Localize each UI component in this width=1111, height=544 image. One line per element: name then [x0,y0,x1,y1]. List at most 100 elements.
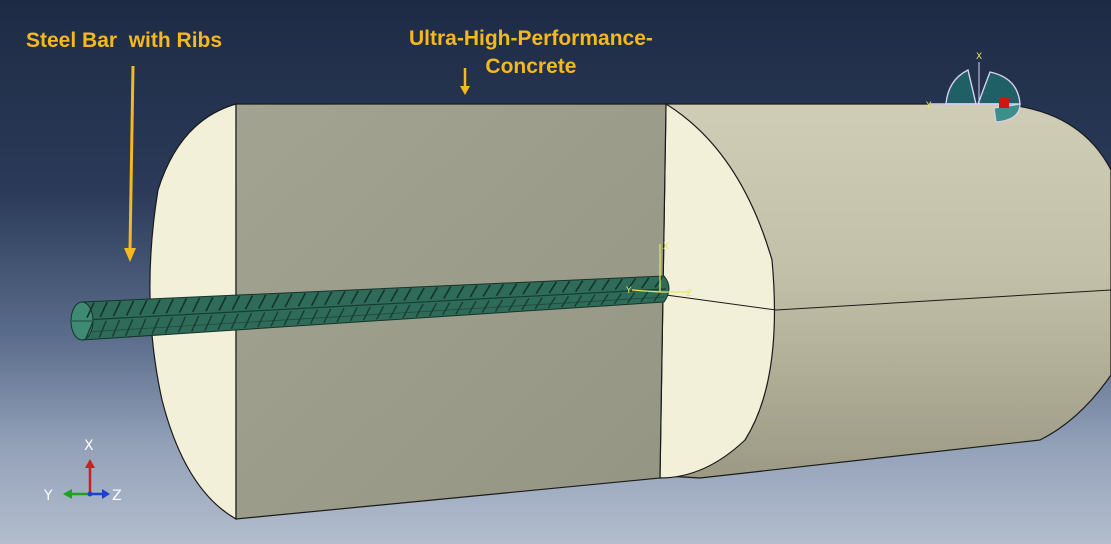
steel-bar-ribs-top [86,276,663,318]
steel-bar-rib [111,319,121,337]
steel-bar-rib [376,289,386,303]
steel-bar-rib [138,318,147,336]
steel-bar-rib [257,312,266,328]
steel-bar-rib [428,302,438,317]
steel-bar-rib [455,301,464,315]
steel-bar-rib [587,294,596,306]
steel-bar-rib [270,311,279,327]
steel-bar-rib [601,279,610,291]
steel-bar-rib [151,317,160,335]
steel-bar-rib [561,280,571,293]
local-csys-y-label: Y [625,286,632,296]
triad-y-label: Y [43,488,53,504]
steel-bar-rib [416,287,425,301]
steel-bar-rib [534,297,543,310]
steel-bar-rib [482,284,491,297]
steel-bar-rib [574,295,583,307]
steel-bar-rib [468,300,477,314]
concrete-annotation: Ultra-High-Performance- Concrete [409,25,653,81]
end-face-split-line [665,294,777,311]
steel-bar-rib [243,312,253,329]
steel-bar-rib [124,319,134,337]
steel-bar-rib [231,295,241,311]
steel-bar-rib [230,313,239,330]
concrete-annotation-line-2: Concrete [485,55,577,78]
steel-bar [70,275,670,341]
steel-bar-rib [481,300,490,313]
triad-z-label: Z [112,488,122,504]
steel-bar-rib [98,320,107,338]
steel-bar-rib [375,305,385,320]
view-cube-y-label: Y [925,101,932,111]
steel-bar-rib [283,310,292,326]
steel-bar-rib [284,293,293,308]
concrete-cylinder-body [665,103,1111,479]
steel-bar-rib [99,301,108,318]
local-csys-z-label: Z [686,289,692,299]
steel-bar-annotation: Steel Bar with Ribs [26,29,223,52]
steel-bar-rib [522,282,531,295]
steel-bar-rib [350,290,359,304]
steel-bar-rib [349,307,358,322]
steel-bar-rib [613,293,622,305]
steel-bar-rib [152,299,161,315]
steel-bar-rib [324,291,333,306]
steel-bar-rib [139,299,148,316]
view-cube[interactable]: X Y [925,52,1021,123]
steel-bar-rib [469,285,478,298]
steel-bar-rib [297,292,307,307]
triad-x-label: X [84,438,94,454]
steel-bar-rib [535,282,544,295]
steel-bar-rib [627,277,637,290]
steel-bar-rib [509,283,518,296]
steel-bar-rib [323,308,332,324]
steel-bar-rib [178,298,188,314]
steel-bar-ribs-bottom [85,290,662,339]
concrete-right-end-face [659,102,776,479]
local-csys-x-label: X [663,242,669,252]
steel-bar-rib [560,295,570,308]
steel-bar-rib [191,315,200,332]
steel-bar-rib [495,283,505,297]
steel-bar-rib [125,300,135,316]
steel-bar-rib [164,317,173,334]
steel-bar-rib [204,314,213,331]
steel-bar-rib [402,304,411,318]
steel-bar-rib [429,286,439,300]
steel-bar-rib [403,287,412,302]
steel-bar-rib [336,307,345,323]
steel-bar-rib [244,295,254,310]
steel-bar-rib [310,292,320,306]
steel-bar-rib [85,321,94,339]
steel-bar-rib [191,297,201,313]
steel-bar-rib [456,285,465,299]
steel-bar-rib [588,279,597,292]
steel-bar-rib [271,293,280,309]
steel-bar-rib [362,306,372,321]
steel-bar-rib [363,289,373,304]
steel-bar-rib [548,281,558,294]
steel-bar-rib [205,296,214,312]
steel-bar-rib [521,297,530,311]
concrete-annotation-line-1: Ultra-High-Performance- [409,27,653,50]
steel-bar-rib [654,276,663,288]
steel-bar-rib [494,299,504,312]
steel-bar-rib [614,278,624,290]
steel-bar-rib [600,293,609,306]
steel-bar-rib [389,305,398,319]
steel-bar-rib [258,294,267,309]
steel-bar-rib [442,286,452,299]
local-csys: X Y Z [625,242,692,299]
steel-bar-rib [640,291,649,303]
steel-bar-rib [165,298,174,314]
steel-bar-rib [653,290,662,302]
concrete-arrow [460,68,470,95]
view-cube-x-label: X [976,52,982,62]
steel-bar-rib [627,292,636,304]
steel-bar-rib [547,296,556,309]
steel-bar-rib [390,288,399,302]
steel-bar-rib [415,303,424,318]
steel-bar-rib [309,309,319,324]
